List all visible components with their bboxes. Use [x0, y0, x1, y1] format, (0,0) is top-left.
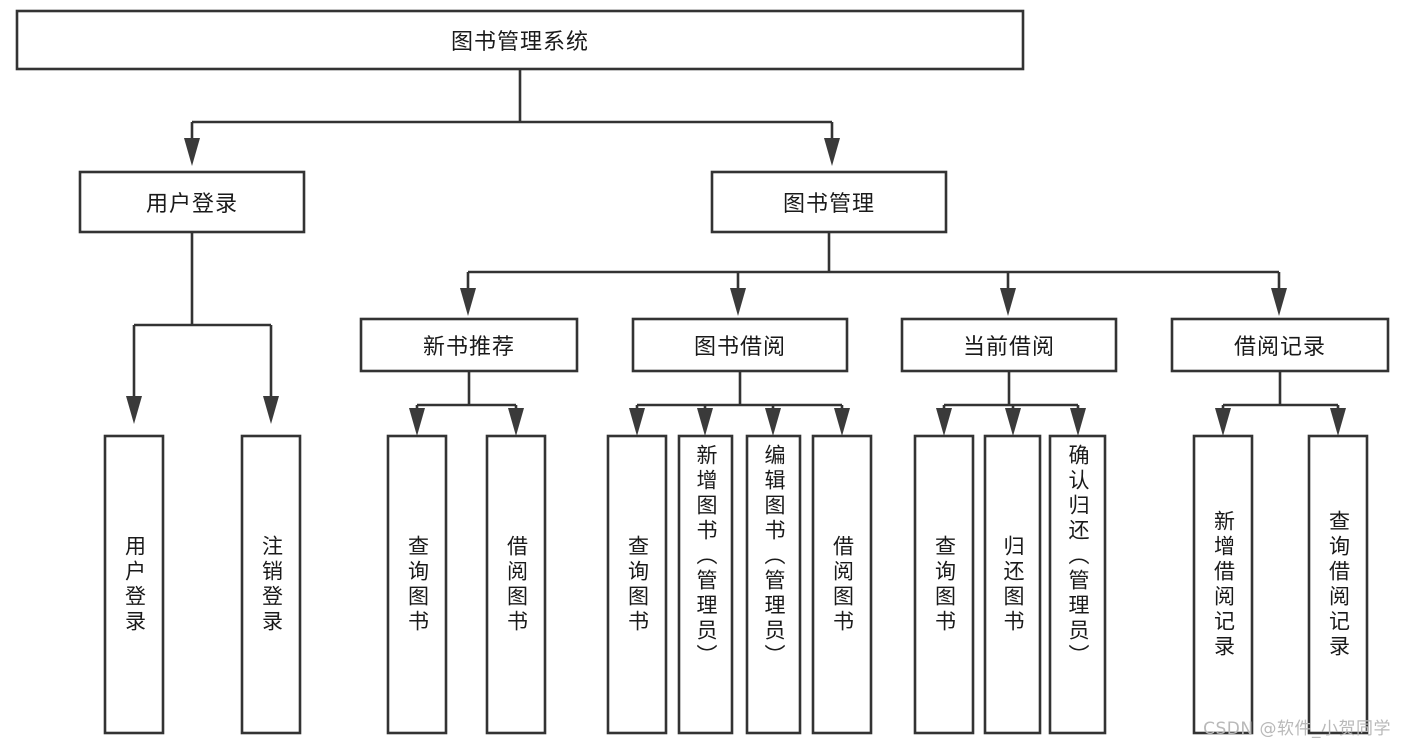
leaf-borrow-lend-book[interactable]	[811, 434, 873, 735]
leaf-record-query[interactable]	[1307, 434, 1369, 735]
node-user-login[interactable]	[78, 170, 306, 234]
arrow-newbook-borrow	[508, 408, 524, 436]
leaf-borrow-edit-book-admin[interactable]	[745, 434, 802, 735]
arrow-record-add	[1215, 408, 1231, 436]
node-new-book-recommend[interactable]	[359, 317, 579, 373]
arrow-borrow-edit	[765, 408, 781, 436]
leaf-record-add[interactable]	[1192, 434, 1254, 735]
leaf-current-return-book[interactable]	[983, 434, 1042, 735]
leaf-newbook-borrow-book[interactable]	[485, 434, 547, 735]
arrow-borrow-query	[629, 408, 645, 436]
arrow-book-manage	[824, 138, 840, 166]
arrow-borrow	[730, 288, 746, 316]
arrow-current-return	[1005, 408, 1021, 436]
node-current-borrow[interactable]	[900, 317, 1118, 373]
leaf-borrow-add-book-admin[interactable]	[677, 434, 734, 735]
node-borrow-record[interactable]	[1170, 317, 1390, 373]
arrow-borrow-lend	[834, 408, 850, 436]
arrow-record	[1271, 288, 1287, 316]
leaf-borrow-query-book[interactable]	[606, 434, 668, 735]
leaf-logout[interactable]	[240, 434, 302, 735]
arrow-borrow-add	[697, 408, 713, 436]
arrow-leaf-logout	[263, 396, 279, 424]
watermark-text: CSDN @软件_小贺同学	[1203, 719, 1391, 739]
arrow-user-login	[184, 138, 200, 166]
arrow-newbook	[460, 288, 476, 316]
arrow-leaf-user-login	[126, 396, 142, 424]
leaf-current-confirm-return-admin[interactable]	[1048, 434, 1107, 735]
arrow-current	[1000, 288, 1016, 316]
arrow-record-query	[1330, 408, 1346, 436]
leaf-newbook-query-book[interactable]	[386, 434, 448, 735]
node-book-management[interactable]	[710, 170, 948, 234]
arrow-current-confirm	[1070, 408, 1086, 436]
arrow-newbook-query	[409, 408, 425, 436]
arrow-current-query	[936, 408, 952, 436]
node-root-system[interactable]	[15, 9, 1025, 71]
leaf-current-query-book[interactable]	[913, 434, 975, 735]
leaf-user-login[interactable]	[103, 434, 165, 735]
node-book-borrow[interactable]	[631, 317, 849, 373]
